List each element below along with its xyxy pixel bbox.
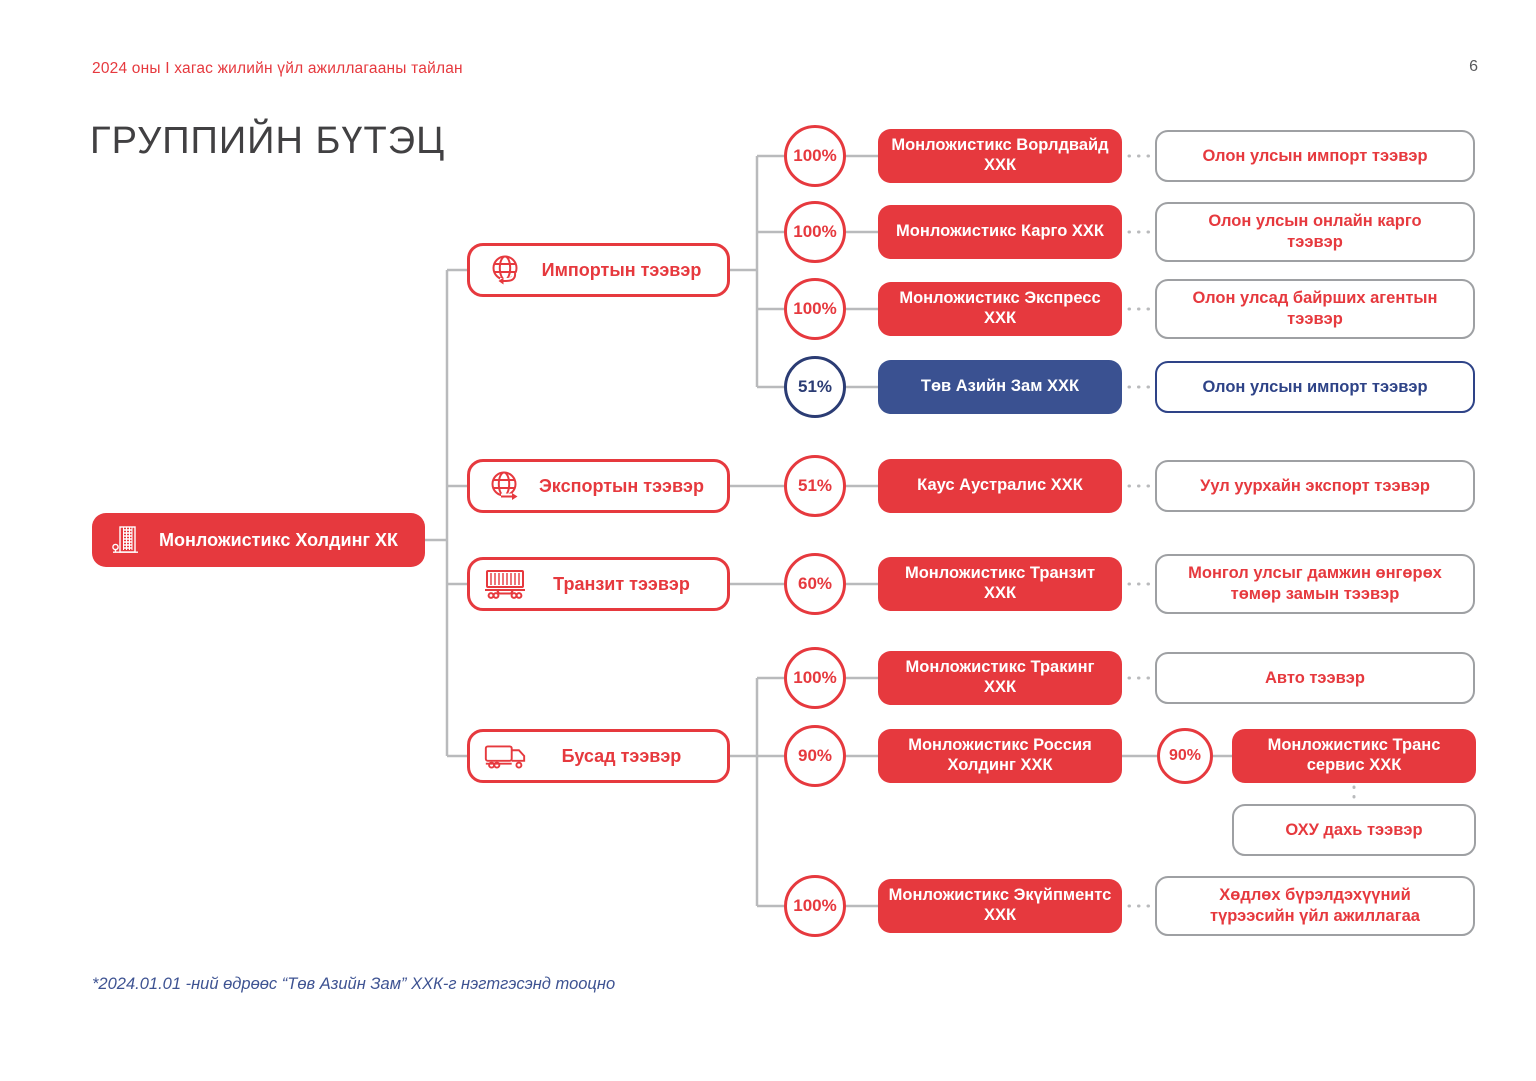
company-label: Монложистикс Транс сервис ХХК <box>1267 736 1441 774</box>
company-label: Монложистикс Транзит ХХК <box>904 564 1096 602</box>
railcar-icon <box>482 566 528 602</box>
activity-node: Авто тээвэр <box>1155 652 1475 704</box>
activity-label: Монгол улсыг дамжин өнгөрөх төмөр замын … <box>1188 564 1442 603</box>
company-node: Монложистикс Транс сервис ХХК <box>1232 729 1476 783</box>
activity-node: Олон улсад байрших агентын тээвэр <box>1155 279 1475 339</box>
share-circle: 100% <box>784 125 846 187</box>
company-node: Монложистикс Экспресс ХХК <box>878 282 1122 336</box>
share-circle: 51% <box>784 356 846 418</box>
share-label: 60% <box>797 574 833 593</box>
root-label: Монложистикс Холдинг ХК <box>159 529 398 550</box>
company-label: Монложистикс Ворлдвайд ХХК <box>891 136 1109 174</box>
share-label: 100% <box>793 668 837 687</box>
company-node: Төв Азийн Зам ХХК <box>878 360 1122 414</box>
share-label: 90% <box>1168 747 1202 764</box>
company-node: Монложистикс Карго ХХК <box>878 205 1122 259</box>
share-label: 100% <box>793 222 837 241</box>
building-icon <box>106 523 146 557</box>
share-label: 90% <box>797 746 833 765</box>
company-node: Монложистикс Россия Холдинг ХХК <box>878 729 1122 783</box>
activity-node: Монгол улсыг дамжин өнгөрөх төмөр замын … <box>1155 554 1475 614</box>
company-label: Монложистикс Карго ХХК <box>896 222 1104 241</box>
branch-node-transit: Транзит тээвэр <box>467 557 730 611</box>
share-circle: 100% <box>784 201 846 263</box>
page-number: 6 <box>1469 58 1478 75</box>
share-label: 100% <box>793 299 837 318</box>
activity-label: Олон улсын импорт тээвэр <box>1202 146 1428 165</box>
page-title: ГРУППИЙН БҮТЭЦ <box>90 120 446 162</box>
globe-export-icon <box>482 465 528 507</box>
activity-label: Олон улсын импорт тээвэр <box>1202 377 1428 396</box>
activity-label: Хөдлөх бүрэлдэхүүний түрээсийн үйл ажилл… <box>1210 886 1420 925</box>
share-label: 51% <box>797 476 833 495</box>
branch-node-import: Импортын тээвэр <box>467 243 730 297</box>
activity-node: Хөдлөх бүрэлдэхүүний түрээсийн үйл ажилл… <box>1155 876 1475 936</box>
company-label: Монложистикс Экүйпментс ХХК <box>888 886 1112 924</box>
activity-node: ОХУ дахь тээвэр <box>1232 804 1476 856</box>
share-label: 51% <box>797 377 833 396</box>
branch-label: Экспортын тээвэр <box>539 475 704 496</box>
activity-node: Олон улсын импорт тээвэр <box>1155 130 1475 182</box>
share-circle: 90% <box>1157 728 1213 784</box>
company-label: Каус Аустралис ХХК <box>917 476 1083 495</box>
company-node: Каус Аустралис ХХК <box>878 459 1122 513</box>
branch-node-other: Бусад тээвэр <box>467 729 730 783</box>
activity-node: Олон улсын импорт тээвэр <box>1155 361 1475 413</box>
company-node: Монложистикс Тракинг ХХК <box>878 651 1122 705</box>
root-node: Монложистикс Холдинг ХК <box>92 513 425 567</box>
activity-label: Уул уурхайн экспорт тээвэр <box>1200 476 1430 495</box>
branch-node-export: Экспортын тээвэр <box>467 459 730 513</box>
branch-label: Импортын тээвэр <box>541 259 702 280</box>
company-node: Монложистикс Экүйпментс ХХК <box>878 879 1122 933</box>
company-label: Монложистикс Россия Холдинг ХХК <box>908 736 1092 774</box>
share-circle: 51% <box>784 455 846 517</box>
share-label: 100% <box>793 896 837 915</box>
company-node: Монложистикс Транзит ХХК <box>878 557 1122 611</box>
footnote: *2024.01.01 -ний өдрөөс “Төв Азийн Зам” … <box>92 975 616 993</box>
share-label: 100% <box>793 146 837 165</box>
globe-import-icon <box>482 249 528 291</box>
company-label: Монложистикс Экспресс ХХК <box>899 289 1101 327</box>
share-circle: 100% <box>784 278 846 340</box>
report-header: 2024 оны I хагас жилийн үйл ажиллагааны … <box>92 60 463 77</box>
company-label: Төв Азийн Зам ХХК <box>920 377 1080 396</box>
activity-label: Олон улсын онлайн карго тээвэр <box>1208 212 1422 251</box>
share-circle: 100% <box>784 875 846 937</box>
activity-node: Уул уурхайн экспорт тээвэр <box>1155 460 1475 512</box>
share-circle: 60% <box>784 553 846 615</box>
share-circle: 100% <box>784 647 846 709</box>
activity-label: Авто тээвэр <box>1264 668 1365 687</box>
branch-label: Транзит тээвэр <box>553 573 690 594</box>
activity-node: Олон улсын онлайн карго тээвэр <box>1155 202 1475 262</box>
activity-label: ОХУ дахь тээвэр <box>1285 820 1423 839</box>
company-label: Монложистикс Тракинг ХХК <box>905 658 1095 696</box>
company-node: Монложистикс Ворлдвайд ХХК <box>878 129 1122 183</box>
share-circle: 90% <box>784 725 846 787</box>
branch-label: Бусад тээвэр <box>561 745 682 766</box>
truck-icon <box>482 738 528 774</box>
activity-label: Олон улсад байрших агентын тээвэр <box>1192 289 1438 328</box>
